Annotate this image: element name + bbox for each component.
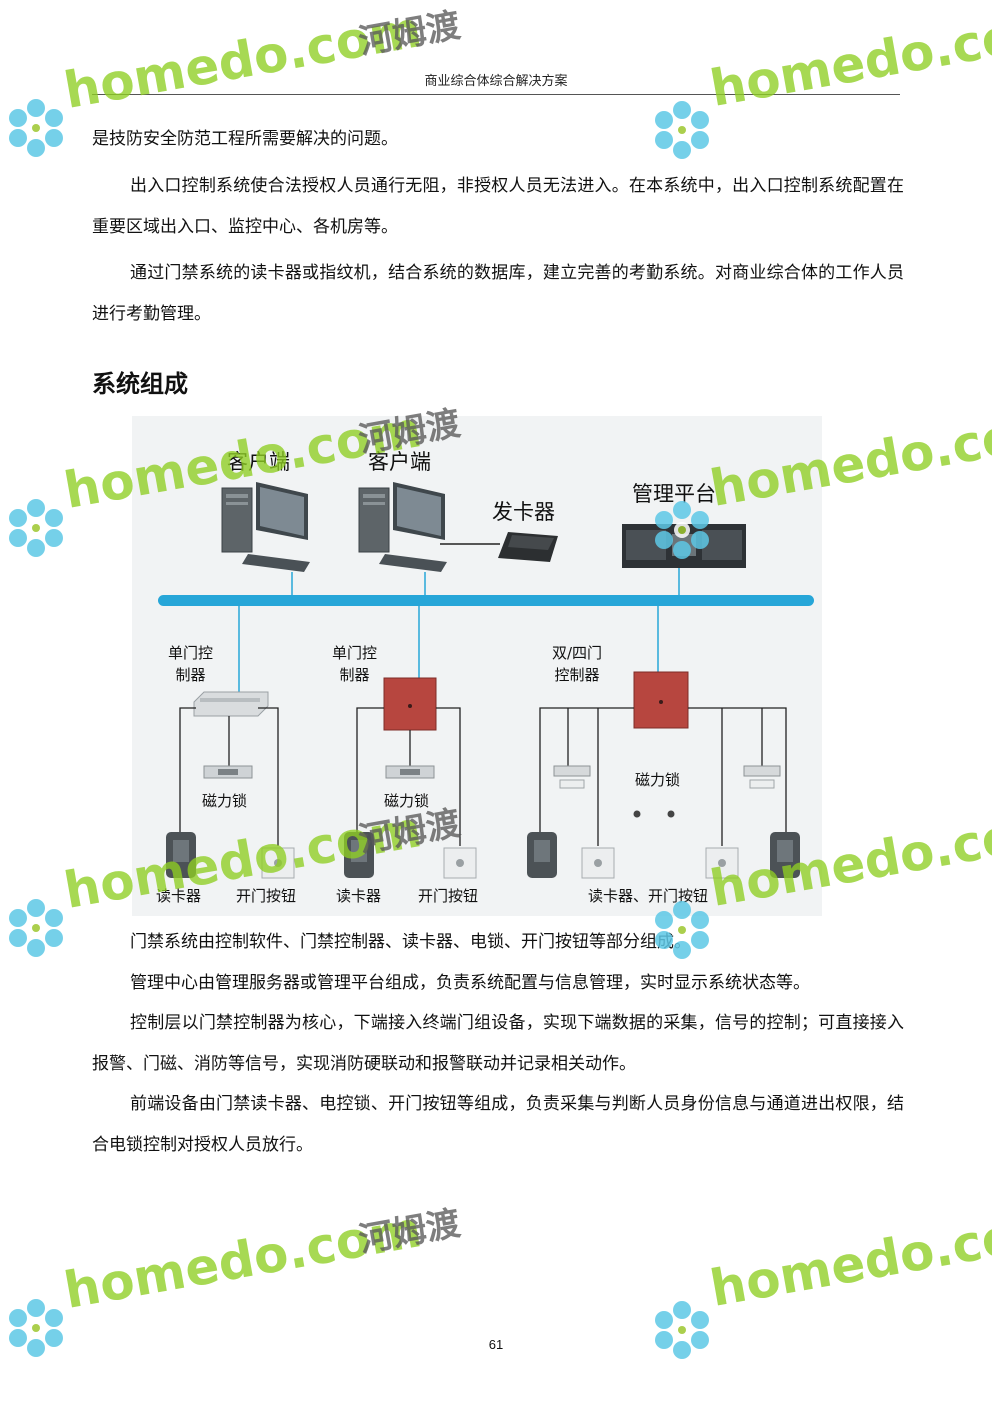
card-reader-icon xyxy=(344,832,374,878)
lock-dot xyxy=(667,810,675,818)
label-management-platform: 管理平台 xyxy=(632,482,716,506)
watermark-homedo: homedo.com xyxy=(59,0,426,121)
paragraph-3: 通过门禁系统的读卡器或指纹机，结合系统的数据库，建立完善的考勤系统。对商业综合体… xyxy=(92,263,904,324)
watermark-homedo: homedo.com xyxy=(59,1200,426,1320)
header-rule xyxy=(92,94,900,95)
exit-button-icon xyxy=(705,847,739,879)
magnetic-lock-icon xyxy=(553,765,591,789)
watermark-cn: 河姆渡 xyxy=(355,1203,464,1261)
watermark-cn: 河姆渡 xyxy=(355,5,464,63)
label-mag-lock-1: 磁力锁 xyxy=(202,792,248,810)
flower-logo-icon xyxy=(9,99,63,157)
din-controller-icon xyxy=(193,691,269,717)
section-heading: 系统组成 xyxy=(92,370,188,398)
page-number: 61 xyxy=(488,1337,504,1352)
label-mag-lock-2: 磁力锁 xyxy=(384,792,430,810)
exit-button-icon xyxy=(443,847,477,879)
diagram-graphics xyxy=(158,482,814,879)
controller-box-icon xyxy=(633,671,689,729)
lock-dot xyxy=(633,810,641,818)
label-dual-controller: 双/四门 控制器 xyxy=(552,644,603,684)
label-reader-button-3: 读卡器、开门按钮 xyxy=(588,887,709,905)
label-single-controller-1: 单门控 制器 xyxy=(168,644,214,684)
card-reader-icon xyxy=(527,832,557,878)
magnetic-lock-icon xyxy=(743,765,781,789)
paragraph-1: 是技防安全防范工程所需要解决的问题。 xyxy=(92,129,398,149)
label-button-2: 开门按钮 xyxy=(418,887,479,905)
exit-button-icon xyxy=(581,847,615,879)
flower-logo-icon xyxy=(9,499,63,557)
card-issuer-icon xyxy=(498,532,558,562)
paragraph-4: 门禁系统由控制软件、门禁控制器、读卡器、电锁、开门按钮等部分组成。 xyxy=(130,932,691,952)
page-header: 商业综合体综合解决方案 xyxy=(424,74,568,89)
label-card-issuer: 发卡器 xyxy=(492,500,555,524)
computer-icon xyxy=(221,482,310,572)
exit-button-icon xyxy=(261,847,295,879)
server-icon xyxy=(622,524,746,568)
label-single-controller-2: 单门控 制器 xyxy=(332,644,378,684)
label-reader-1: 读卡器 xyxy=(156,887,202,905)
watermark-homedo: homedo.com xyxy=(705,0,992,119)
paragraph-7: 前端设备由门禁读卡器、电控锁、开门按钮等组成，负责采集与判断人员身份信息与通道进… xyxy=(92,1094,904,1155)
label-mag-lock-3: 磁力锁 xyxy=(635,771,681,789)
watermark-homedo: homedo.com xyxy=(705,1198,992,1318)
card-reader-icon xyxy=(770,832,800,878)
card-reader-icon xyxy=(166,832,196,878)
label-reader-2: 读卡器 xyxy=(336,887,382,905)
label-client-2: 客户端 xyxy=(368,450,431,474)
controller-box-icon xyxy=(383,677,437,731)
paragraph-6: 控制层以门禁控制器为核心，下端接入终端门组设备，实现下端数据的采集，信号的控制；… xyxy=(92,1013,904,1074)
computer-icon xyxy=(358,482,447,572)
paragraph-2: 出入口控制系统使合法授权人员通行无阻，非授权人员无法进入。在本系统中，出入口控制… xyxy=(92,176,904,237)
magnetic-lock-icon xyxy=(203,765,253,779)
label-client-1: 客户端 xyxy=(227,450,290,474)
paragraph-5: 管理中心由管理服务器或管理平台组成，负责系统配置与信息管理，实时显示系统状态等。 xyxy=(130,973,810,993)
flower-logo-icon xyxy=(9,899,63,957)
system-diagram: 客户端 客户端 发卡器 管理平台 单门控 制器 单门控 制器 双/四门 控制器 … xyxy=(132,416,822,916)
magnetic-lock-icon xyxy=(385,765,435,779)
label-button-1: 开门按钮 xyxy=(236,887,297,905)
flower-logo-icon xyxy=(655,1301,709,1359)
